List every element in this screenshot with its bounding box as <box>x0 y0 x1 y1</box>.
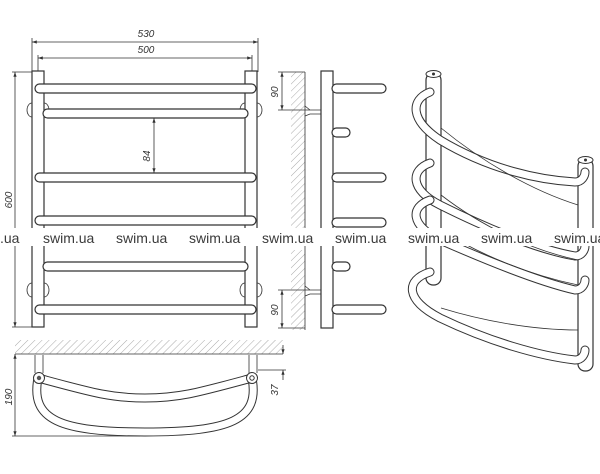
dim-190: 190 <box>4 388 15 405</box>
perspective-right-post <box>577 158 594 372</box>
bar-5 <box>42 261 249 272</box>
dim-500: 500 <box>138 45 155 56</box>
dim-84: 84 <box>142 150 153 162</box>
side-view: 90 90 <box>270 70 387 330</box>
watermark-partial: .ua <box>0 230 20 246</box>
side-bar-1 <box>331 83 387 94</box>
watermark: swim.ua <box>408 230 460 246</box>
watermark: swim.ua <box>262 230 314 246</box>
bar-2 <box>42 108 249 119</box>
watermark-row: .ua swim.ua swim.ua swim.ua swim.ua swim… <box>0 228 600 246</box>
perspective-left-post <box>425 72 442 286</box>
perspective-bars <box>408 87 590 365</box>
side-bar-4 <box>331 217 387 228</box>
dim-600: 600 <box>4 191 15 208</box>
right-post <box>244 70 258 328</box>
side-bracket-top <box>304 105 321 117</box>
bar-3 <box>34 172 257 183</box>
watermark: swim.ua <box>481 230 533 246</box>
dim-90-bottom: 90 <box>270 304 281 316</box>
front-view: 530 500 600 84 <box>4 29 263 328</box>
dim-530: 530 <box>138 29 155 40</box>
bar-4 <box>34 215 257 226</box>
side-bar-3 <box>331 172 387 183</box>
side-post <box>320 70 334 329</box>
wall-hatch-top-view <box>15 340 283 354</box>
watermark: swim.ua <box>189 230 241 246</box>
top-view: 190 37 <box>4 340 286 437</box>
dim-37: 37 <box>270 384 281 396</box>
left-post <box>31 70 45 328</box>
side-bar-5 <box>331 261 351 272</box>
watermark: swim.ua <box>116 230 168 246</box>
bar-6 <box>34 304 257 315</box>
wall-hatch-top <box>291 72 305 230</box>
dim-90-top: 90 <box>270 86 281 98</box>
watermark: swim.ua <box>554 230 600 246</box>
watermark: swim.ua <box>335 230 387 246</box>
side-bar-6 <box>331 304 387 315</box>
mount-bracket-bottom <box>26 282 263 298</box>
side-bracket-bottom <box>304 285 321 297</box>
side-bar-2 <box>331 127 351 138</box>
watermark: swim.ua <box>43 230 95 246</box>
bar-1 <box>34 83 257 94</box>
perspective-view <box>408 70 594 372</box>
